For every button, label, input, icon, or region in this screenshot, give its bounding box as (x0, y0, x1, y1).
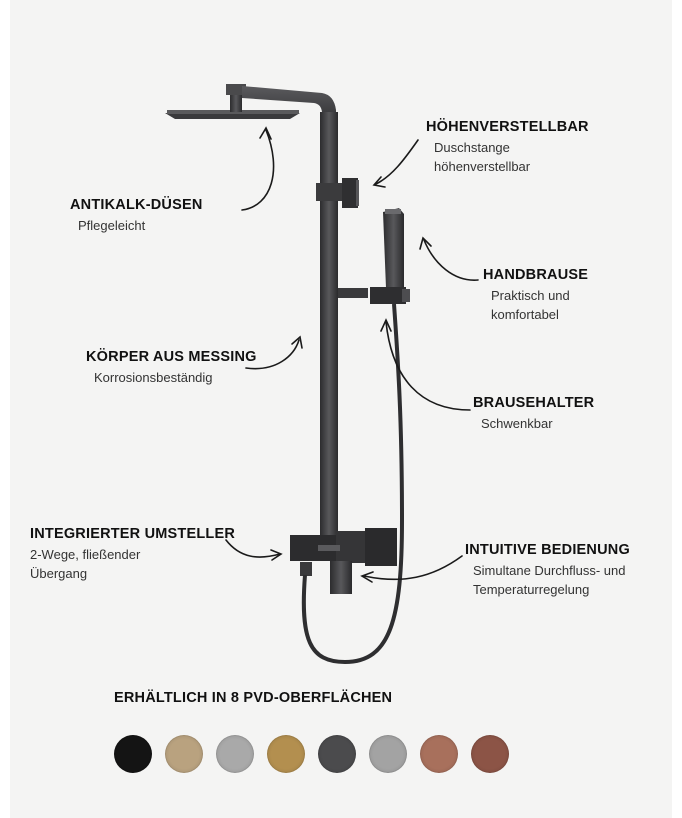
finish-swatches (114, 735, 509, 773)
finish-gunmetal-swatch[interactable] (318, 735, 356, 773)
finish-brushed-steel-swatch[interactable] (216, 735, 254, 773)
height-adjust-slider (316, 178, 359, 208)
feature-koerper: KÖRPER AUS MESSING Korrosionsbeständig (86, 349, 257, 387)
feature-antikalk: ANTIKALK-DÜSEN Pflegeleicht (70, 197, 203, 235)
finish-gold-swatch[interactable] (267, 735, 305, 773)
rain-shower-head (165, 84, 300, 119)
finish-copper-swatch[interactable] (471, 735, 509, 773)
feature-umsteller: INTEGRIERTER UMSTELLER 2-Wege, fließende… (30, 526, 235, 583)
feature-title: ANTIKALK-DÜSEN (70, 197, 203, 213)
feature-desc-line: 2-Wege, fließender (30, 547, 141, 562)
shower-holder (338, 287, 410, 304)
feature-desc-line: Korrosionsbeständig (94, 370, 213, 385)
finish-brushed-gold-swatch[interactable] (165, 735, 203, 773)
feature-title: HÖHENVERSTELLBAR (426, 119, 589, 135)
availability-title: ERHÄLTLICH IN 8 PVD-OBERFLÄCHEN (114, 690, 393, 706)
feature-title: HANDBRAUSE (483, 267, 589, 283)
feature-desc-line: Temperaturregelung (473, 582, 590, 597)
feature-desc-line: Simultane Durchfluss- und (473, 563, 626, 578)
feature-title: INTEGRIERTER UMSTELLER (30, 526, 235, 542)
finish-black-swatch[interactable] (114, 735, 152, 773)
finish-chrome-swatch[interactable] (369, 735, 407, 773)
feature-bedienung: INTUITIVE BEDIENUNG Simultane Durchfluss… (465, 542, 630, 599)
background-panel (10, 0, 672, 818)
feature-brausehalter: BRAUSEHALTER Schwenkbar (473, 395, 594, 433)
finish-rose-gold-swatch[interactable] (420, 735, 458, 773)
shower-hose (301, 303, 405, 665)
feature-title: BRAUSEHALTER (473, 395, 595, 411)
feature-desc-line: komfortabel (491, 307, 559, 322)
feature-desc-line: Pflegeleicht (78, 218, 146, 233)
mixer-valve (290, 528, 397, 594)
feature-title: KÖRPER AUS MESSING (86, 349, 257, 365)
feature-desc-line: Praktisch und (491, 288, 570, 303)
feature-desc-line: höhenverstellbar (434, 159, 531, 174)
feature-hoehenverstellbar: HÖHENVERSTELLBAR Duschstange höhenverste… (426, 119, 589, 176)
riser-rail (320, 112, 338, 552)
feature-title: INTUITIVE BEDIENUNG (465, 542, 630, 558)
callout-arrows (225, 126, 479, 583)
feature-desc-line: Duschstange (434, 140, 510, 155)
feature-handbrause: HANDBRAUSE Praktisch und komfortabel (483, 267, 588, 324)
feature-desc-line: Übergang (30, 566, 88, 581)
shower-arm (242, 86, 336, 128)
hand-shower (383, 208, 404, 294)
feature-desc-line: Schwenkbar (481, 416, 553, 431)
